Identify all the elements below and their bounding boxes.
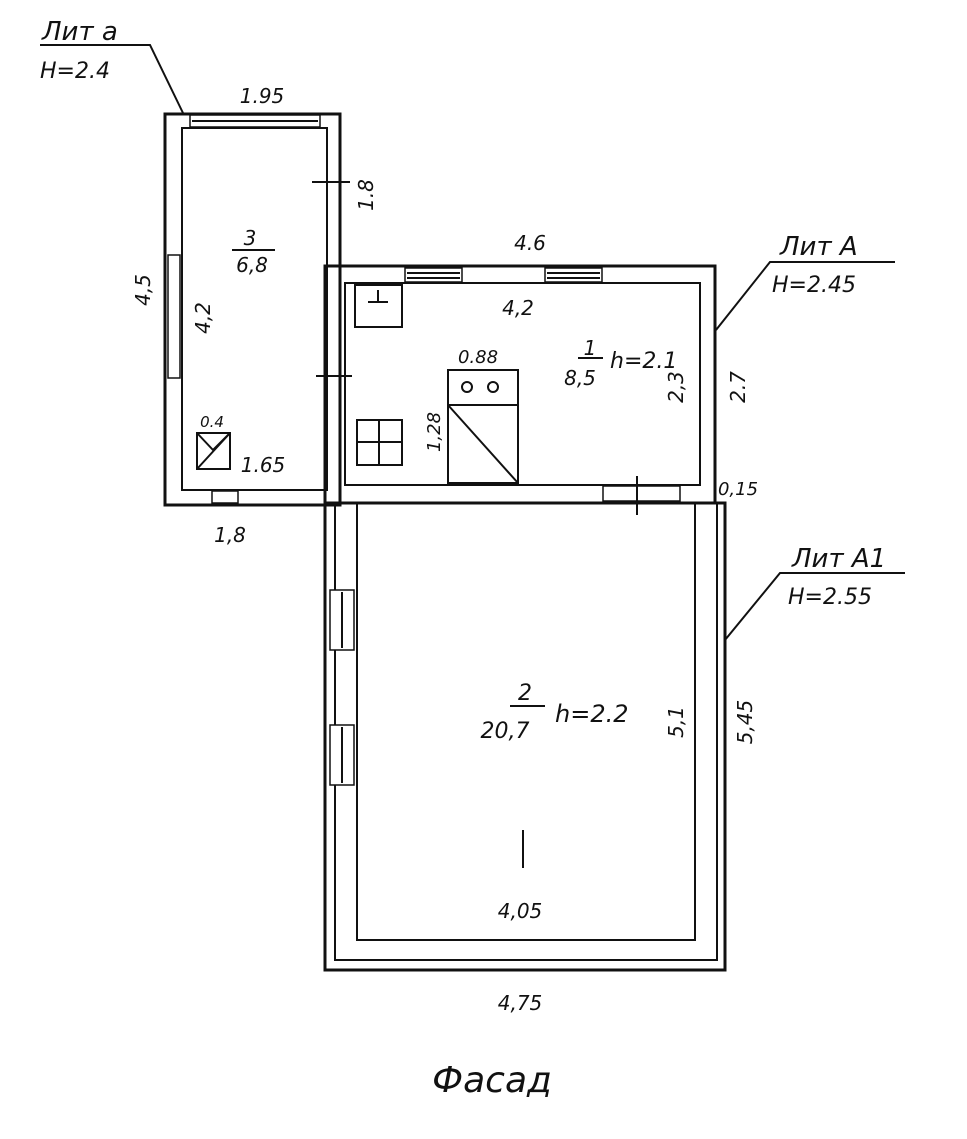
- room-1-area: 8,5: [564, 366, 596, 390]
- lit-A-height: H=2.45: [772, 273, 856, 298]
- sink-icon: [354, 284, 403, 328]
- dim-lit-A1-outer-right: 5,45: [733, 700, 757, 745]
- window: [167, 254, 181, 379]
- dim-chimney: 0.4: [200, 413, 224, 431]
- lit-A1-label: Лит А1: [791, 544, 886, 574]
- lit-a-annex: [163, 112, 350, 507]
- dim-lit-A-inner-right: 2,3: [664, 371, 688, 403]
- window-grid-icon: [356, 419, 403, 466]
- lit-A-label: Лит А: [779, 232, 858, 262]
- facade-title: Фасад: [432, 1060, 552, 1101]
- dimensions: 1.95 1.8 4,5 4,2 1,8 1.65 0.4 4.6 4,2 2,…: [131, 84, 758, 1015]
- dim-lit-a-bottom: 1,8: [214, 523, 246, 547]
- window: [544, 267, 603, 283]
- lit-a-height: H=2.4: [40, 59, 110, 84]
- room-3-number: 3: [244, 226, 257, 250]
- room-3-area: 6,8: [236, 253, 268, 277]
- room-2-ceiling: h=2.2: [555, 700, 629, 728]
- dim-lit-a-inner-bottom: 1.65: [241, 453, 286, 477]
- dim-stove-length: 1,28: [424, 412, 445, 452]
- dim-lit-A1-inner-right: 5,1: [664, 706, 688, 738]
- lit-a-label: Лит а: [41, 17, 118, 47]
- room-2-area: 20,7: [481, 719, 530, 744]
- dim-lit-A-outer-right: 2.7: [726, 371, 750, 403]
- dim-lit-A-inner-top: 4,2: [502, 296, 534, 320]
- room-2-number: 2: [518, 681, 532, 706]
- window: [211, 490, 239, 504]
- window: [404, 267, 463, 283]
- lit-A1-height: H=2.55: [788, 585, 872, 610]
- dim-lit-A1-outer-bottom: 4,75: [498, 991, 543, 1015]
- room-1-ceiling: h=2.1: [610, 349, 677, 374]
- door: [602, 485, 681, 502]
- stove-icon: [447, 369, 519, 484]
- chimney-icon: [196, 432, 231, 470]
- dim-stove-width: 0.88: [458, 347, 498, 368]
- dim-lit-a-top: 1.95: [240, 84, 285, 108]
- room-1-number: 1: [584, 336, 597, 360]
- dim-lit-a-right: 1.8: [354, 179, 378, 211]
- dim-lit-A1-inner-bottom: 4,05: [498, 899, 543, 923]
- dim-lit-A-outer-top: 4.6: [514, 231, 546, 255]
- leader-lines: [40, 44, 905, 641]
- lit-A1-extension: [323, 501, 727, 972]
- dim-wall-thickness: 0,15: [718, 479, 758, 500]
- dim-lit-a-outer-left: 4,5: [131, 274, 155, 306]
- dim-lit-a-inner-left: 4,2: [191, 302, 215, 334]
